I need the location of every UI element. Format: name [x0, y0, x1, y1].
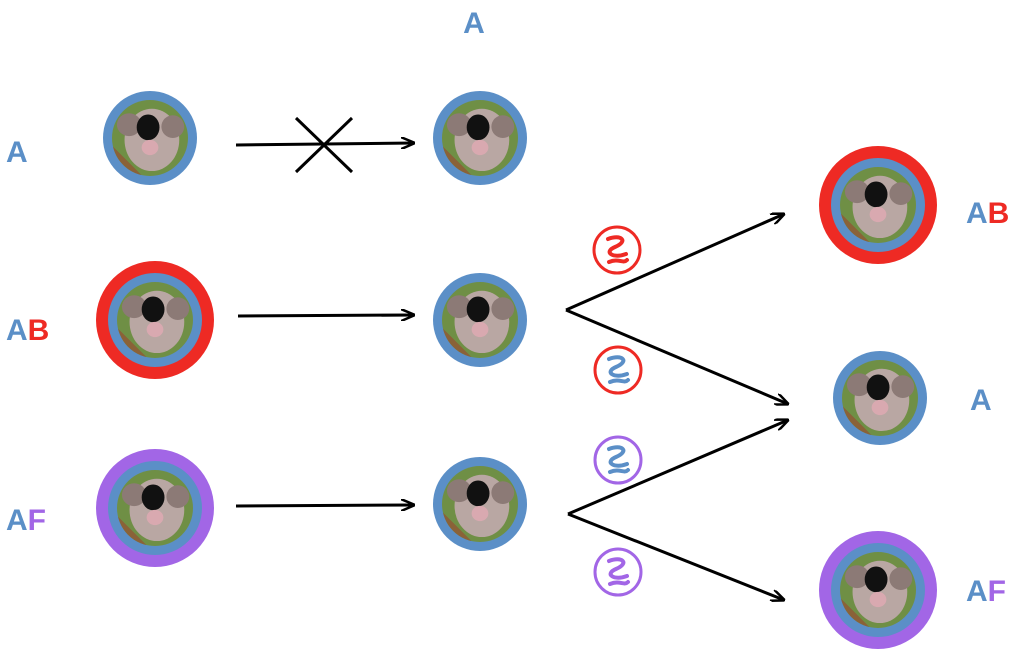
branch-af-down: [567, 512, 784, 600]
koala-photo: [840, 552, 916, 628]
left-node-0: [103, 91, 197, 185]
squiggle-icon-1: [593, 345, 643, 395]
squiggle-icon-0: [592, 225, 642, 275]
result-label-a-part-a: A: [970, 384, 992, 417]
koala-photo: [442, 282, 518, 358]
result-label-ab-part-b: B: [988, 197, 1010, 230]
left-node-1: [96, 261, 214, 379]
squiggle-icon-2: [593, 435, 643, 485]
branch-arrows: [565, 214, 788, 600]
koala-photo: [117, 282, 193, 358]
branch-af-up: [567, 420, 788, 516]
row-label-af-part-f: F: [28, 504, 46, 537]
koala-photo: [112, 100, 188, 176]
row-label-ab-part-a: A: [6, 314, 28, 347]
result-label-ab-part-a: A: [966, 197, 988, 230]
row-label-a-part-a: A: [6, 136, 28, 169]
result-node-2: [819, 531, 937, 649]
arrow-row-ab: [237, 315, 414, 316]
row-label-af: AF: [6, 504, 46, 537]
middle-node-0: [433, 91, 527, 185]
koala-photo: [442, 100, 518, 176]
middle-node-1: [433, 273, 527, 367]
result-node-0: [819, 146, 937, 264]
squiggle-icon-3: [593, 547, 643, 597]
koala-photo: [842, 360, 918, 436]
row-label-a: A: [6, 136, 28, 169]
koala-photo: [840, 167, 916, 243]
row-label-ab: AB: [6, 314, 49, 347]
nodes-layer: [96, 91, 937, 649]
branch-ab-down: [565, 308, 788, 404]
middle-node-2: [433, 457, 527, 551]
result-label-af-part-f: F: [988, 575, 1006, 608]
row-label-ab-part-b: B: [28, 314, 50, 347]
koala-photo: [117, 470, 193, 546]
result-node-1: [833, 351, 927, 445]
top-label: A: [463, 7, 485, 40]
result-label-af: AF: [966, 575, 1006, 608]
branch-icons-layer: [592, 225, 643, 597]
horizontal-arrows: [235, 143, 414, 506]
result-label-ab: AB: [966, 197, 1009, 230]
result-label-a: A: [970, 384, 992, 417]
blocked-cross-icon: [294, 116, 354, 174]
branch-ab-up: [565, 214, 784, 312]
koala-photo: [442, 466, 518, 542]
arrow-row-af: [235, 505, 414, 506]
left-node-2: [96, 449, 214, 567]
result-label-af-part-a: A: [966, 575, 988, 608]
row-label-af-part-a: A: [6, 504, 28, 537]
